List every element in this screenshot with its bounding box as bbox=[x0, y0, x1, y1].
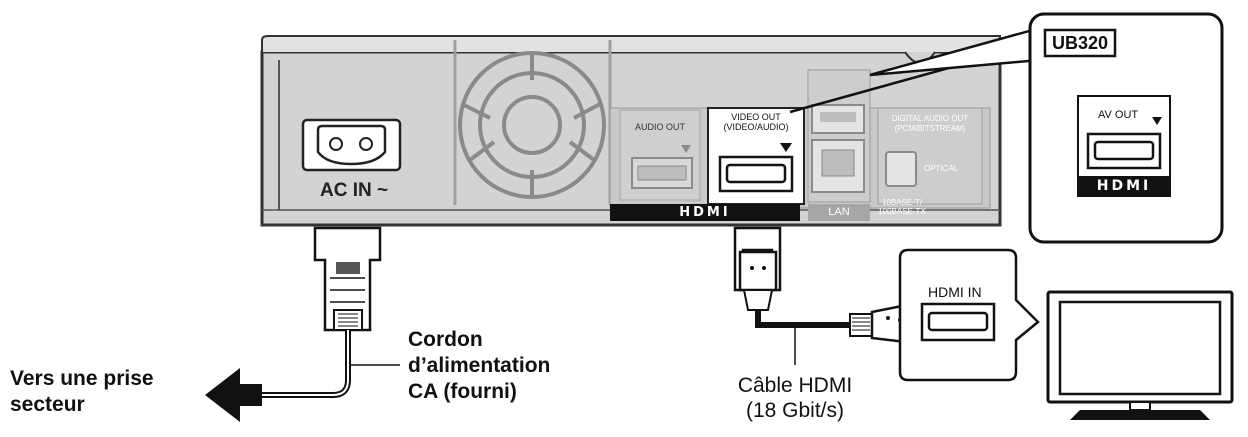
video-out-port bbox=[707, 107, 805, 205]
power-cord-line2: d’alimentation bbox=[408, 354, 551, 377]
hdmi-cable bbox=[733, 226, 850, 365]
model-badge: UB320 bbox=[1051, 33, 1109, 53]
power-outlet-line1: Vers une prise bbox=[10, 367, 154, 390]
av-out-label: AV OUT bbox=[1098, 109, 1139, 121]
hdmi-label-bar bbox=[610, 204, 800, 221]
arrow-left-icon bbox=[205, 368, 262, 422]
power-outlet-line2: secteur bbox=[10, 393, 85, 416]
ac-in-socket bbox=[301, 118, 402, 172]
power-cord-line1: Cordon bbox=[408, 328, 483, 351]
video-out-line2: (VIDEO/AUDIO) bbox=[723, 122, 789, 132]
player-hdmi-logo: HDMI bbox=[679, 205, 731, 220]
power-cord bbox=[250, 226, 382, 398]
lan-speed-line2: 100BASE-TX bbox=[878, 207, 926, 216]
model-inset bbox=[1028, 12, 1224, 244]
lan-label: LAN bbox=[828, 206, 850, 218]
optical-port bbox=[877, 107, 983, 205]
power-cord-line3: CA (fourni) bbox=[408, 380, 517, 403]
digital-audio-line2: (PCM/BITSTREAM) bbox=[894, 124, 966, 133]
inset-hdmi-logo: HDMI bbox=[1096, 178, 1152, 194]
tv-hdmi-in-callout bbox=[898, 248, 1040, 382]
audio-out-port bbox=[619, 109, 701, 201]
television-icon bbox=[1046, 290, 1234, 420]
lan-speed-label: 10BASE-T/ 100BASE-TX bbox=[872, 198, 932, 216]
audio-out-label: AUDIO OUT bbox=[634, 122, 685, 132]
video-out-line1: VIDEO OUT bbox=[731, 112, 781, 122]
digital-audio-out-label: DIGITAL AUDIO OUT (PCM/BITSTREAM) bbox=[878, 114, 982, 134]
digital-audio-line1: DIGITAL AUDIO OUT bbox=[891, 114, 969, 123]
tv-hdmi-in-label: HDMI IN bbox=[928, 284, 982, 300]
power-outlet-callout: Vers une prise secteur bbox=[10, 366, 154, 418]
video-out-label: VIDEO OUT (VIDEO/AUDIO) bbox=[708, 112, 804, 132]
hdmi-cable-line2: (18 Gbit/s) bbox=[745, 399, 845, 422]
optical-label: OPTICAL bbox=[924, 164, 959, 173]
lan-speed-line1: 10BASE-T/ bbox=[881, 198, 922, 207]
power-cord-callout: Cordon d’alimentation CA (fourni) bbox=[408, 327, 550, 405]
hdmi-cable-line1: Câble HDMI bbox=[737, 374, 853, 397]
hdmi-cable-callout: Câble HDMI (18 Gbit/s) bbox=[710, 373, 880, 423]
ac-in-label: AC IN ~ bbox=[320, 180, 389, 201]
